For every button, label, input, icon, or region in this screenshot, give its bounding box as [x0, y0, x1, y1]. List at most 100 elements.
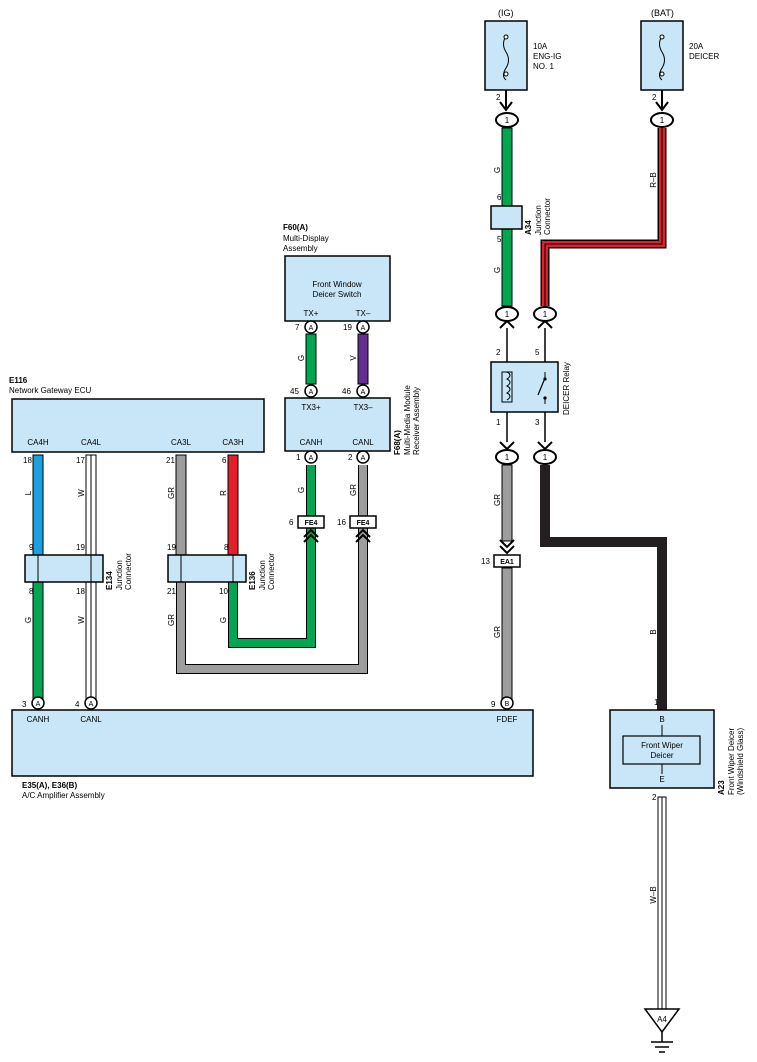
wire-wb-ground: [657, 796, 667, 1010]
a34-desc1: Junction: [534, 205, 543, 235]
f60-conn-a1: A: [309, 325, 314, 332]
a23-terminal-e: E: [659, 775, 664, 784]
wire-gr-relay: [501, 464, 513, 542]
connector-bat-1: [650, 112, 674, 128]
e35-code: E35(A), E36(B): [22, 781, 77, 790]
relay-pin-3: 3: [535, 418, 540, 427]
relay-conn-br: 1: [543, 453, 548, 462]
wire-label-gr2: GR: [167, 614, 176, 626]
connector-relay-bl: [495, 441, 519, 465]
e116-ca4h: CA4H: [27, 438, 49, 447]
a23-terminal-b: B: [659, 715, 664, 724]
e36-fdef: FDEF: [497, 715, 518, 724]
f60-pin-7: 7: [295, 323, 300, 332]
connector-relay-tl: [495, 306, 519, 329]
bat-fuse-rating: 20A: [689, 42, 704, 51]
ground-a4: [643, 1008, 681, 1053]
e136-pin-8: 8: [224, 543, 229, 552]
e35-canh: CANH: [27, 715, 50, 724]
f68-pin-1: 1: [296, 453, 301, 462]
a23-inner-line1: Front Wiper: [641, 741, 683, 750]
wire-gr-fdef: [501, 567, 513, 700]
wire-label-g-canh: G: [297, 487, 306, 493]
e35-pin-3: 3: [22, 700, 27, 709]
f60-desc1: Multi-Display: [283, 234, 329, 243]
a23-pin-2: 2: [652, 793, 657, 802]
f68-canl: CANL: [352, 438, 374, 447]
fe4-label-left: FE4: [305, 520, 318, 527]
a23-pin-1: 1: [654, 698, 659, 707]
wire-label-g-ig1: G: [493, 167, 502, 173]
a23-code: A23: [717, 780, 726, 795]
relay-deicer: [490, 361, 559, 413]
e116-pin-17: 17: [76, 456, 85, 465]
junction-a34: [490, 205, 523, 230]
connector-relay-br: [533, 441, 557, 465]
bat-fuse-pin: 2: [652, 93, 657, 102]
connector-f68-1: [304, 450, 318, 464]
relay-conn-tl: 1: [505, 310, 510, 319]
f60-multi-display: [284, 255, 391, 322]
f60-conn-a2: A: [361, 325, 366, 332]
e116-ca3l: CA3L: [171, 438, 192, 447]
e35-desc: A/C Amplifier Assembly: [22, 791, 105, 800]
e134-pin-8: 8: [29, 587, 34, 596]
junction-e136: [167, 554, 247, 583]
relay-conn-bl: 1: [505, 453, 510, 462]
connector-e35-4: [84, 696, 98, 710]
wire-label-rb: R–B: [649, 172, 658, 188]
fe4-label-right: FE4: [357, 520, 370, 527]
a23-desc2: (Windshield Glass): [736, 728, 745, 795]
bat-fuse-name: DEICER: [689, 52, 719, 61]
wire-gr-ca3l: [175, 454, 187, 556]
a34-pin-top: 6: [497, 193, 502, 202]
a23-desc1: Front Wiper Deicer: [727, 728, 736, 795]
e136-pin-10: 10: [219, 587, 228, 596]
connector-ig-1: [495, 112, 519, 128]
wire-label-b: B: [649, 629, 658, 634]
wire-w-ca4l: [85, 454, 97, 556]
wire-l-ca4h: [32, 454, 44, 556]
f60-tx-plus: TX+: [304, 309, 319, 318]
fuse-ig: [484, 20, 528, 112]
connector-fe4-right: [349, 515, 377, 543]
f60-desc2: Assembly: [283, 244, 318, 253]
relay-label: DEICER Relay: [562, 362, 571, 415]
f60-code: F60(A): [283, 223, 308, 232]
f68-conn-a3: A: [309, 455, 314, 462]
bat-conn-pin: 1: [660, 116, 665, 125]
e35-canl: CANL: [80, 715, 102, 724]
connector-f68-46: [356, 384, 370, 398]
f68-multimedia-module: [284, 397, 391, 452]
fe4-pin-16: 16: [337, 518, 346, 527]
connector-ea1: [493, 539, 521, 568]
e36-conn-b: B: [505, 701, 510, 708]
ig-fuse-rating: 10A: [533, 42, 548, 51]
a23-front-wiper-deicer: [609, 709, 715, 789]
f68-code: F68(A): [393, 430, 402, 455]
wire-label-g-ac: G: [24, 617, 33, 623]
relay-pin-2: 2: [496, 348, 501, 357]
f68-desc1: Multi-Media Module: [403, 385, 412, 455]
e134-pin-19: 19: [76, 543, 85, 552]
bat-source-label: (BAT): [651, 8, 674, 18]
fuse-bat: [640, 20, 684, 112]
wire-b-deicer: [540, 465, 667, 710]
wire-label-g-ig2: G: [493, 267, 502, 273]
ig-fuse-pin: 2: [496, 93, 501, 102]
connector-fe4-left: [297, 515, 325, 543]
f60-switch-line1: Front Window: [312, 280, 362, 289]
e36-pin-9: 9: [491, 700, 496, 709]
wire-label-g-e136: G: [219, 617, 228, 623]
e116-ca4l: CA4L: [81, 438, 102, 447]
connector-f68-2: [356, 450, 370, 464]
f68-pin-2: 2: [348, 453, 353, 462]
wire-label-r: R: [219, 490, 228, 496]
relay-pin-5: 5: [535, 348, 540, 357]
wire-g-ac-canh: [32, 581, 44, 700]
f60-pin-19: 19: [343, 323, 352, 332]
relay-pin-1: 1: [496, 418, 501, 427]
wire-v-tx: [357, 333, 369, 385]
e136-pin-21: 21: [167, 587, 176, 596]
